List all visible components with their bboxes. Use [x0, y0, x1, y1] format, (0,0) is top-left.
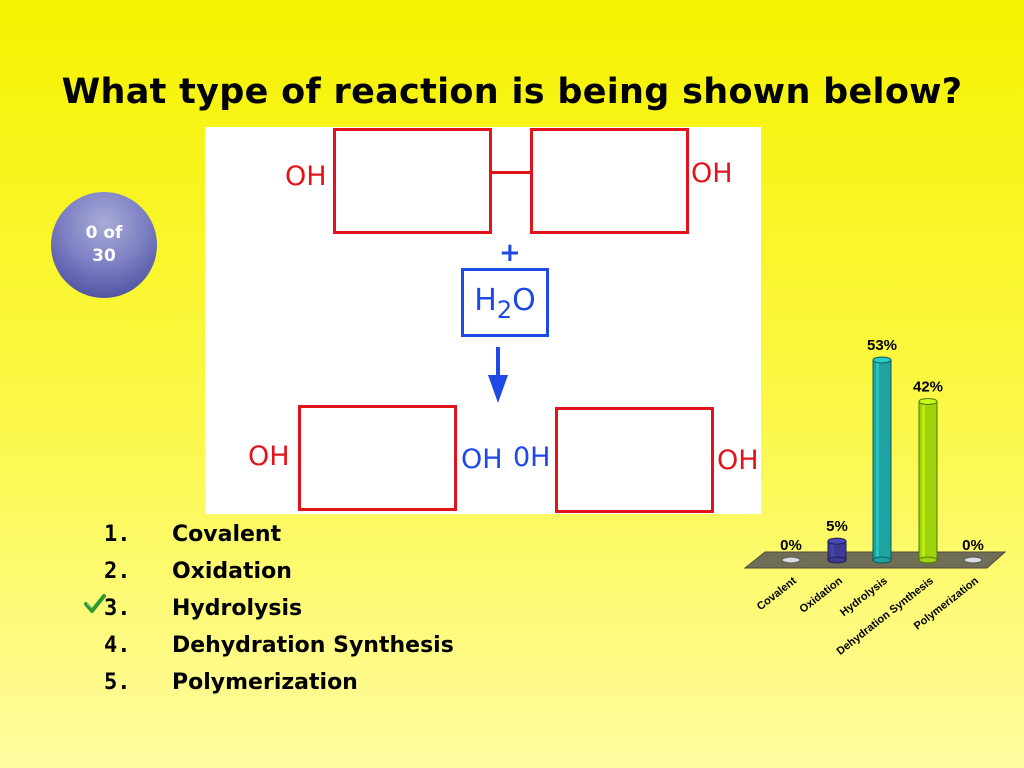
chart-bar-base-1 — [827, 556, 847, 564]
answer-label: Polymerization — [172, 670, 358, 695]
answer-number: 3. — [104, 596, 131, 621]
molecule-box-bottom-right — [555, 407, 714, 513]
chart-bar-top-3 — [918, 398, 938, 406]
chart-bar-4 — [963, 556, 983, 564]
chart-value-label-2: 53% — [867, 337, 897, 354]
reaction-diagram: OH OH + H2O OH OH 0H OH — [205, 127, 761, 514]
response-counter: 0 of 30 — [51, 192, 157, 298]
oh-label-left-bottom: OH — [248, 441, 290, 472]
answer-number: 1. — [104, 522, 131, 547]
results-bar-chart: 0%Covalent5%Oxidation53%Hydrolysis42%Deh… — [743, 337, 1007, 658]
answer-label: Hydrolysis — [172, 596, 303, 621]
chart-bar-top-2 — [872, 356, 892, 364]
oh-label-mid-right: 0H — [513, 442, 551, 473]
water-o: O — [512, 283, 536, 318]
chart-bar-2 — [872, 359, 892, 561]
oh-label-left-top: OH — [285, 161, 327, 192]
chart-bar-highlight-3 — [922, 403, 925, 558]
correct-check-icon — [84, 594, 106, 613]
chart-bar-highlight-1 — [831, 543, 834, 558]
bond-line — [492, 171, 530, 174]
chart-value-label-4: 0% — [962, 537, 984, 554]
question-title: What type of reaction is being shown bel… — [61, 72, 963, 112]
chart-bar-base-3 — [918, 556, 938, 564]
chart-value-label-0: 0% — [780, 537, 802, 554]
oh-label-right-bottom: OH — [717, 445, 759, 476]
molecule-box-top-left — [333, 128, 492, 234]
chart-value-label-3: 42% — [913, 379, 943, 396]
chart-bar-highlight-2 — [876, 362, 879, 558]
counter-line-1: 0 of — [85, 223, 123, 243]
counter-line-2: 30 — [92, 246, 116, 266]
chart-bar-0 — [781, 556, 801, 564]
oh-label-right-top: OH — [691, 158, 733, 189]
water-h: H — [474, 283, 497, 318]
water-subscript: 2 — [496, 296, 513, 324]
chart-category-label-0: Covalent — [755, 575, 799, 613]
chart-bar-3 — [918, 401, 938, 561]
down-arrow-icon — [488, 347, 508, 403]
answer-number: 5. — [104, 670, 131, 695]
chart-value-label-1: 5% — [826, 518, 848, 535]
answer-number: 2. — [104, 559, 131, 584]
answer-label: Dehydration Synthesis — [172, 633, 454, 658]
answer-number: 4. — [104, 633, 131, 658]
chart-bar-base-2 — [872, 556, 892, 564]
chart-bar-top-1 — [827, 537, 847, 545]
molecule-box-top-right — [530, 128, 689, 234]
plus-sign: + — [499, 238, 521, 268]
water-molecule: H2O — [461, 268, 549, 337]
molecule-box-bottom-left — [298, 405, 457, 511]
answer-label: Covalent — [172, 522, 282, 547]
oh-label-mid-left: OH — [461, 444, 503, 475]
answer-label: Oxidation — [172, 559, 292, 584]
